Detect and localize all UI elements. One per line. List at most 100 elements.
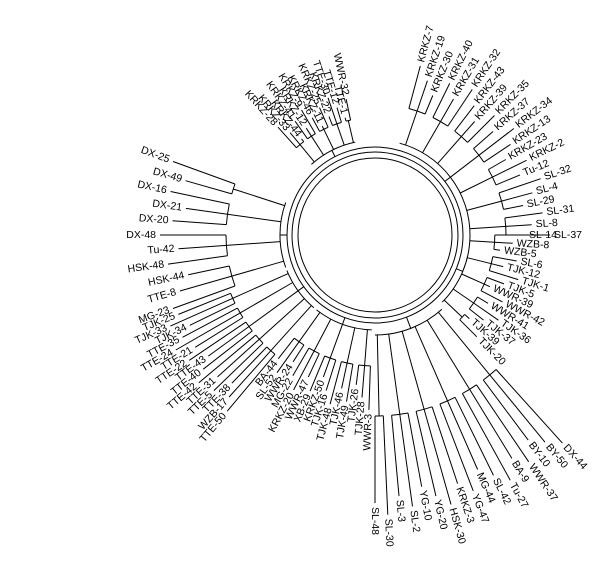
leaf-branch (202, 330, 253, 370)
leaf-branch (213, 342, 264, 391)
leaf-branch (480, 290, 503, 303)
leaf-branch (198, 334, 257, 384)
leaf-branch (489, 374, 546, 443)
leaf-branch (289, 132, 301, 145)
leaf-branch (328, 116, 333, 126)
leaf-branch (432, 83, 451, 118)
leaf-branch (488, 159, 507, 170)
subclade-arc (296, 141, 305, 149)
leaf-branch (415, 411, 437, 497)
subclade-arc (237, 307, 244, 318)
leaf-label: SL-14 (529, 229, 557, 241)
subclade-arc (307, 133, 316, 140)
leaf-branch (361, 365, 366, 398)
leaf-branch (473, 131, 494, 149)
leaf-branch (231, 346, 268, 384)
subclade-arc (439, 396, 456, 405)
cluster-stem (342, 317, 346, 325)
leaf-branch (319, 107, 329, 128)
leaf-label: SL-48 (369, 507, 381, 535)
leaf-branch (228, 350, 272, 398)
leaf-branch (292, 344, 305, 363)
leaf-label: DX-48 (126, 229, 156, 241)
leaf-branch (277, 337, 295, 360)
leaf-branch (469, 389, 513, 459)
leaf-branch (494, 241, 513, 244)
leaf-branch (440, 98, 454, 122)
leaf-branch (408, 65, 421, 109)
leaf-branch (226, 353, 276, 412)
leaf-label: SL-30 (382, 518, 395, 547)
leaf-label: TJK-28 (353, 401, 368, 436)
leaf-branch (501, 192, 533, 202)
subclade-stem (461, 273, 485, 285)
subclade-stem (336, 123, 345, 146)
leaf-label: DX-20 (138, 212, 169, 226)
subclade-stem (298, 312, 321, 342)
subclade-arc (230, 293, 236, 304)
subclade-stem (459, 176, 493, 194)
subclade-stem (469, 225, 506, 230)
subclade-stem (414, 326, 448, 402)
subclade-arc (319, 126, 329, 132)
leaf-label: DX-21 (152, 198, 183, 214)
leaf-branch (189, 321, 247, 361)
leaf-branch (464, 314, 470, 319)
leaf-branch (423, 409, 452, 505)
leaf-branch (503, 205, 524, 210)
leaf-branch (277, 126, 297, 149)
cluster-stem (331, 150, 336, 157)
leaf-branch (492, 159, 527, 178)
leaf-branch (447, 89, 473, 127)
leaf-branch (185, 207, 228, 215)
subclade-stem (226, 241, 281, 246)
leaf-label: HSK-48 (127, 258, 165, 275)
subclade-stem (270, 305, 312, 352)
subclade-arc (341, 361, 353, 365)
subclade-stem (299, 144, 315, 163)
leaf-branch (292, 347, 310, 377)
leaf-branch (454, 105, 475, 132)
leaf-branch (447, 400, 479, 470)
tree-branches (160, 65, 563, 515)
subclade-stem (329, 324, 343, 359)
subclade-arc (462, 384, 477, 394)
leaf-label: SL-37 (554, 229, 582, 241)
cluster-arc (374, 308, 443, 336)
subclade-stem (450, 154, 480, 178)
subclade-stem (467, 257, 492, 265)
leaf-label: YG-10 (417, 489, 434, 521)
leaf-label: SL-2 (407, 510, 422, 534)
leaf-label: HSK-44 (147, 269, 186, 288)
leaf-label: DX-16 (136, 178, 168, 196)
leaf-branch (439, 403, 474, 491)
subclade-arc (432, 117, 449, 127)
subclade-stem (469, 240, 495, 243)
subclade-stem (405, 110, 418, 146)
leaf-branch (382, 415, 389, 515)
subclade-stem (388, 334, 401, 415)
leaf-branch (467, 115, 495, 143)
leaf-branch (321, 125, 325, 130)
leaf-branch (175, 312, 241, 351)
leaf-branch (407, 412, 423, 487)
subclade-stem (239, 282, 293, 314)
subclade-stem (232, 273, 289, 299)
leaf-branch (492, 256, 517, 262)
leaf-label: BA-9 (509, 459, 532, 485)
leaf-label: SL-8 (535, 217, 558, 230)
leaf-branch (185, 180, 232, 195)
subclade-stem (426, 320, 471, 390)
leaf-branch (493, 248, 501, 251)
leaf-branch (344, 117, 347, 122)
leaf-branch (478, 128, 515, 156)
subclade-stem (323, 129, 335, 150)
leaf-branch (391, 415, 400, 496)
leaf-label: WZB-5 (503, 245, 537, 261)
leaf-label: WZB-8 (516, 237, 549, 251)
subclade-arc (228, 265, 236, 287)
leaf-branch (327, 97, 338, 125)
leaf-branch (307, 353, 320, 378)
subclade-arc (468, 296, 478, 310)
subclade-stem (437, 136, 462, 164)
